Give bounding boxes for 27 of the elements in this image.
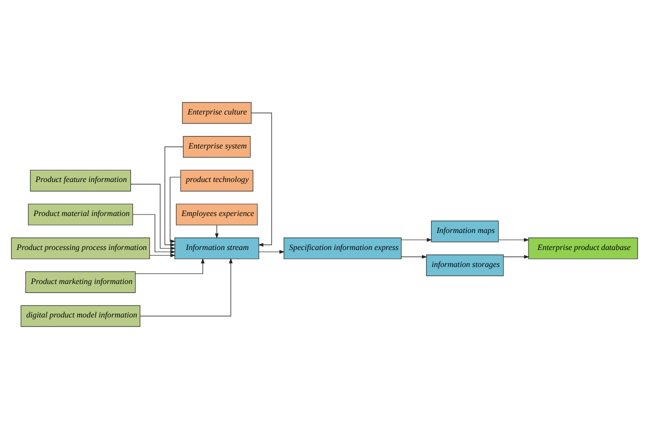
arrow [164, 146, 183, 246]
arrow [400, 254, 427, 258]
arrow [132, 214, 176, 254]
arrow [498, 238, 529, 242]
arrow [139, 258, 232, 316]
node-box: Product marketing information [24, 270, 136, 293]
arrow [130, 183, 176, 250]
node-box: Product feature information [30, 169, 130, 191]
node-box: Product material information [27, 203, 133, 225]
node-box: Specification information express [283, 237, 402, 259]
node-box: digital product model information [20, 304, 140, 326]
node-box: product technology [180, 169, 253, 191]
node-box: Information maps [430, 220, 498, 242]
node-box: information storages [426, 254, 504, 276]
arrow [134, 258, 204, 274]
arrow [169, 176, 180, 243]
arrow [258, 250, 284, 254]
node-box: Employees experience [175, 203, 258, 225]
arrow [250, 112, 272, 246]
node-box: Information stream [174, 237, 259, 259]
node-box: Enterprise system [182, 135, 250, 158]
arrow [400, 238, 432, 242]
arrow [149, 253, 176, 257]
arrow [502, 254, 529, 258]
node-box: Enterprise culture [182, 102, 252, 124]
node-box: Enterprise product database [528, 237, 638, 259]
node-box: Product processing process information [10, 237, 150, 259]
